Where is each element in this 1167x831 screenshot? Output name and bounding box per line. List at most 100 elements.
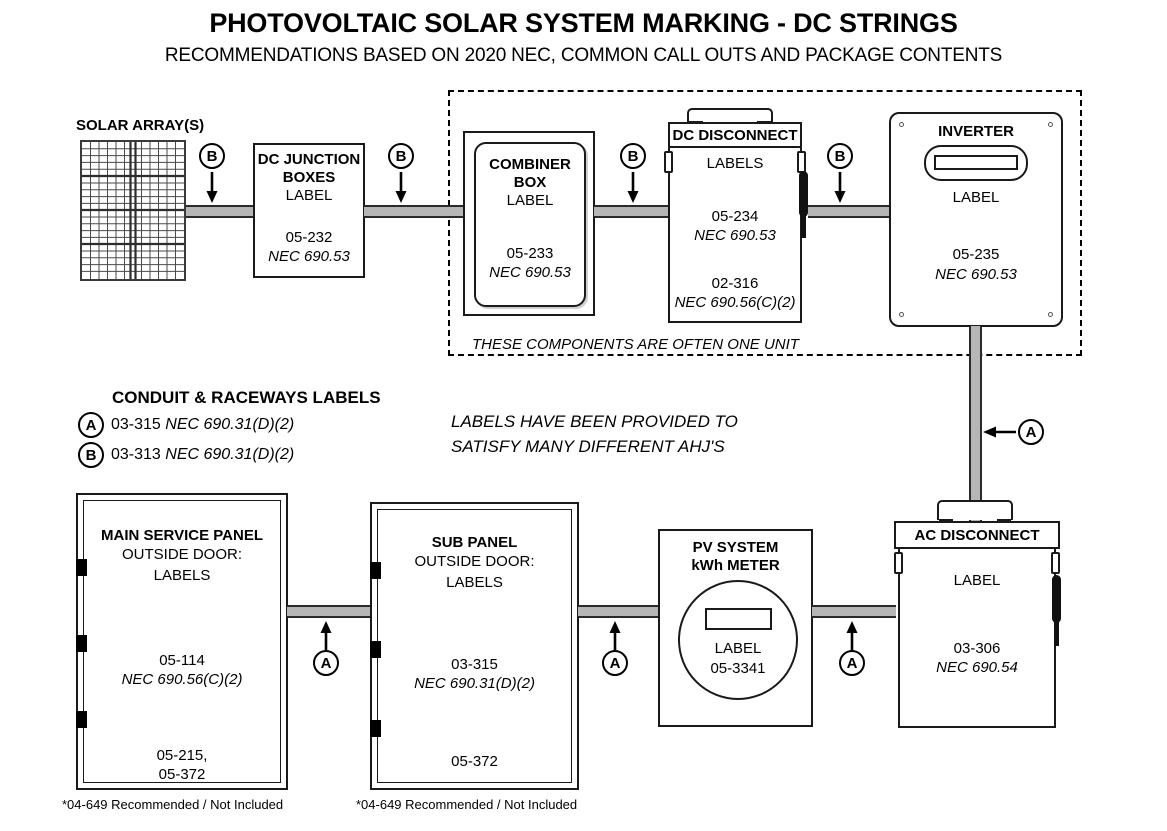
arrow-down-icon xyxy=(394,172,408,204)
marker-b-combiner-disconnect: B xyxy=(620,143,646,169)
dc-disconnect-nec-1: NEC 690.53 xyxy=(694,227,776,244)
conduit-main-to-sub-panel xyxy=(287,605,371,618)
screw-icon xyxy=(899,312,904,317)
main-panel-title: MAIN SERVICE PANEL xyxy=(101,527,263,544)
legend-code-b: 03-313 xyxy=(111,446,161,463)
main-panel-sub-2: LABELS xyxy=(153,567,211,585)
ahj-note-line-1: LABELS HAVE BEEN PROVIDED TO xyxy=(451,412,738,431)
dc-junction-title-1: DC JUNCTION xyxy=(257,151,361,168)
component-sub-panel: SUB PANEL OUTSIDE DOOR: LABELS 03-315 NE… xyxy=(370,502,579,790)
legend-marker-a: A xyxy=(78,412,104,438)
panel-hinge-icon xyxy=(370,562,381,579)
dc-disconnect-lever-stem xyxy=(801,213,806,238)
main-panel-nec-1: NEC 690.56(C)(2) xyxy=(121,671,243,689)
dc-junction-sub: LABEL xyxy=(285,187,333,205)
dc-disconnect-code-1: 05-234 xyxy=(711,207,759,225)
marker-a-main-to-sub: A xyxy=(313,650,339,676)
inverter-title: INVERTER xyxy=(938,123,1014,140)
component-inverter: INVERTER LABEL 05-235 NEC 690.53 xyxy=(889,112,1063,327)
solar-array-grid-icon xyxy=(82,142,184,279)
inverter-display-bar xyxy=(934,155,1018,171)
marker-b-array-junction: B xyxy=(199,143,225,169)
dc-disconnect-nec-2: NEC 690.56(C)(2) xyxy=(674,294,796,311)
legend-text-a: 03-315 NEC 690.31(D)(2) xyxy=(111,416,294,434)
marker-a-sub-to-meter: A xyxy=(602,650,628,676)
sub-panel-nec-1: NEC 690.31(D)(2) xyxy=(414,675,535,693)
legend-code-a: 03-315 xyxy=(111,416,161,433)
combiner-nec: NEC 690.53 xyxy=(489,264,571,282)
dc-disconnect-code-2: 02-316 xyxy=(711,274,759,292)
marker-b-junction-combiner: B xyxy=(388,143,414,169)
combiner-code: 05-233 xyxy=(506,244,554,262)
combiner-sub: LABEL xyxy=(506,192,554,210)
component-ac-disconnect: AC DISCONNECT LABEL 03-306 NEC 690.54 xyxy=(894,500,1061,728)
dc-disconnect-title: DC DISCONNECT xyxy=(668,122,802,148)
screw-icon xyxy=(1048,122,1053,127)
ac-disconnect-tab-right xyxy=(1051,552,1060,574)
main-panel-sub-1: OUTSIDE DOOR: xyxy=(121,545,242,563)
sub-panel-sub-2: LABELS xyxy=(446,574,503,592)
meter-title-2: kWh METER xyxy=(691,556,780,574)
sub-panel-code-2: 05-372 xyxy=(451,752,498,770)
conduit-junction-to-combiner xyxy=(364,205,472,218)
main-panel-code-1: 05-114 xyxy=(159,651,205,669)
arrow-up-icon xyxy=(845,620,859,652)
ac-disconnect-title: AC DISCONNECT xyxy=(894,521,1060,549)
page-subtitle: RECOMMENDATIONS BASED ON 2020 NEC, COMMO… xyxy=(164,45,1003,66)
sub-panel-code-1: 03-315 xyxy=(451,655,498,673)
dc-disconnect-tab-left xyxy=(664,151,673,173)
main-panel-code-2: 05-215, xyxy=(156,746,208,764)
panel-hinge-icon xyxy=(370,641,381,658)
dc-disconnect-lever-handle[interactable] xyxy=(799,171,808,217)
arrow-left-icon xyxy=(982,425,1016,439)
sub-panel-sub-1: OUTSIDE DOOR: xyxy=(414,552,535,570)
dc-disconnect-tab-right xyxy=(797,151,806,173)
conduit-sub-panel-to-meter xyxy=(578,605,660,618)
legend-text-b: 03-313 NEC 690.31(D)(2) xyxy=(111,446,294,464)
sub-panel-title: SUB PANEL xyxy=(431,534,518,551)
inverter-code: 05-235 xyxy=(952,246,1000,264)
panel-hinge-icon xyxy=(370,720,381,737)
component-kwh-meter: PV SYSTEM kWh METER LABEL 05-3341 xyxy=(658,529,813,727)
dc-junction-nec: NEC 690.53 xyxy=(268,248,350,266)
arrow-down-icon xyxy=(205,172,219,204)
legend-nec-a: NEC 690.31(D)(2) xyxy=(165,416,295,433)
inverter-sub: LABEL xyxy=(952,188,1000,206)
dc-junction-code: 05-232 xyxy=(285,228,333,246)
legend-item-a: A 03-315 NEC 690.31(D)(2) xyxy=(78,412,294,438)
ahj-note-line-2: SATISFY MANY DIFFERENT AHJ'S xyxy=(451,436,725,456)
meter-code: 05-3341 xyxy=(710,659,766,677)
arrow-down-icon xyxy=(626,172,640,204)
component-dc-junction-boxes: DC JUNCTION BOXES LABEL 05-232 NEC 690.5… xyxy=(253,143,365,278)
inverter-display-window xyxy=(924,144,1028,181)
conduit-combiner-to-dc-disconnect xyxy=(594,205,674,218)
legend-item-b: B 03-313 NEC 690.31(D)(2) xyxy=(78,442,294,468)
dc-junction-title-2: BOXES xyxy=(282,168,336,186)
panel-hinge-icon xyxy=(76,559,87,576)
conduit-dc-disconnect-to-inverter xyxy=(808,205,890,218)
meter-display-window xyxy=(704,608,772,630)
conduit-meter-to-ac-disconnect xyxy=(812,605,896,618)
dc-disconnect-body: LABELS 05-234 NEC 690.53 02-316 NEC 690.… xyxy=(668,148,802,323)
ac-disconnect-code: 03-306 xyxy=(953,639,1001,657)
ac-disconnect-tab-left xyxy=(894,552,903,574)
main-service-panel-door: MAIN SERVICE PANEL OUTSIDE DOOR: LABELS … xyxy=(76,500,281,783)
ac-disconnect-body: LABEL 03-306 NEC 690.54 xyxy=(898,549,1056,728)
legend-marker-b: B xyxy=(78,442,104,468)
ac-disconnect-nec: NEC 690.54 xyxy=(936,659,1018,676)
component-combiner-box: COMBINER BOX LABEL 05-233 NEC 690.53 xyxy=(463,131,595,316)
ahj-note: LABELS HAVE BEEN PROVIDED TO SATISFY MAN… xyxy=(451,410,738,459)
component-main-service-panel: MAIN SERVICE PANEL OUTSIDE DOOR: LABELS … xyxy=(76,493,288,790)
component-dc-disconnect: DC DISCONNECT LABELS 05-234 NEC 690.53 0… xyxy=(664,108,810,323)
legend-title: CONDUIT & RACEWAYS LABELS xyxy=(112,388,381,407)
solar-array-panel xyxy=(80,140,186,281)
ac-disconnect-hood xyxy=(937,500,1013,520)
legend-nec-b: NEC 690.31(D)(2) xyxy=(165,446,295,463)
marker-b-disconnect-inverter: B xyxy=(827,143,853,169)
dc-disconnect-hood xyxy=(687,108,773,122)
main-panel-footnote: *04-649 Recommended / Not Included xyxy=(62,797,284,812)
sub-panel-door: SUB PANEL OUTSIDE DOOR: LABELS 03-315 NE… xyxy=(370,509,572,783)
ac-disconnect-lever-handle[interactable] xyxy=(1052,575,1061,623)
arrow-down-icon xyxy=(833,172,847,204)
